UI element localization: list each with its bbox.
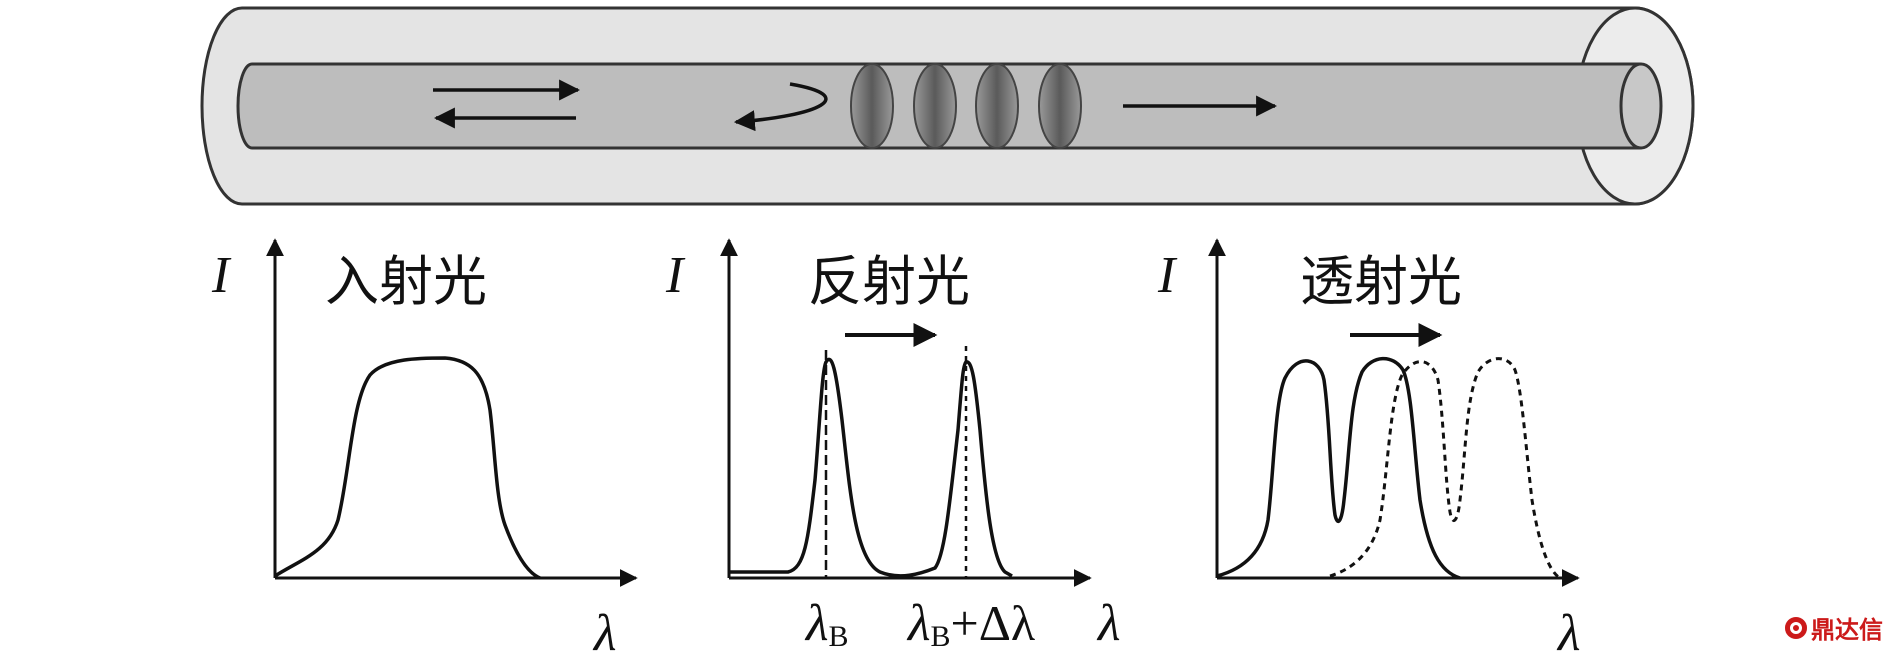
- y-axis-label: I: [665, 247, 686, 304]
- grating-ring: [913, 63, 957, 149]
- grating-ring: [975, 63, 1019, 149]
- panel-title: 反射光: [808, 250, 970, 313]
- incident-spectrum-curve: [274, 356, 541, 580]
- transmitted-spectrum-curve: [1216, 356, 1461, 580]
- y-axis-label: I: [211, 247, 232, 304]
- grating-ring: [850, 63, 894, 149]
- panel-transmitted: I λ 透射光: [1157, 238, 1581, 653]
- shifted-wavelength-label: λB+Δλ: [906, 595, 1035, 653]
- grating-ring: [1038, 63, 1082, 149]
- y-axis-label: I: [1157, 247, 1178, 304]
- watermark-logo-icon: [1785, 616, 1807, 639]
- bragg-wavelength-label: λB: [804, 595, 849, 653]
- panel-incident: I λ 入射光: [211, 238, 638, 653]
- panel-reflected: I λ 反射光 λB λB+Δλ: [665, 238, 1121, 653]
- x-axis-label: λ: [1556, 605, 1581, 653]
- panel-title: 透射光: [1300, 250, 1462, 313]
- watermark-text: 鼎达信: [1811, 616, 1883, 644]
- watermark: 鼎达信: [1785, 610, 1883, 645]
- reflected-spectrum-curve: [729, 357, 1013, 578]
- fiber-core-end: [1619, 62, 1663, 150]
- bragg-grating: [850, 63, 1082, 149]
- x-axis-label: λ: [1096, 595, 1121, 652]
- x-axis-label: λ: [592, 605, 617, 653]
- shifted-transmitted-curve: [1329, 357, 1561, 580]
- optical-fiber: [200, 6, 1695, 206]
- panel-title: 入射光: [325, 250, 487, 313]
- reflection-arrow: [733, 82, 828, 132]
